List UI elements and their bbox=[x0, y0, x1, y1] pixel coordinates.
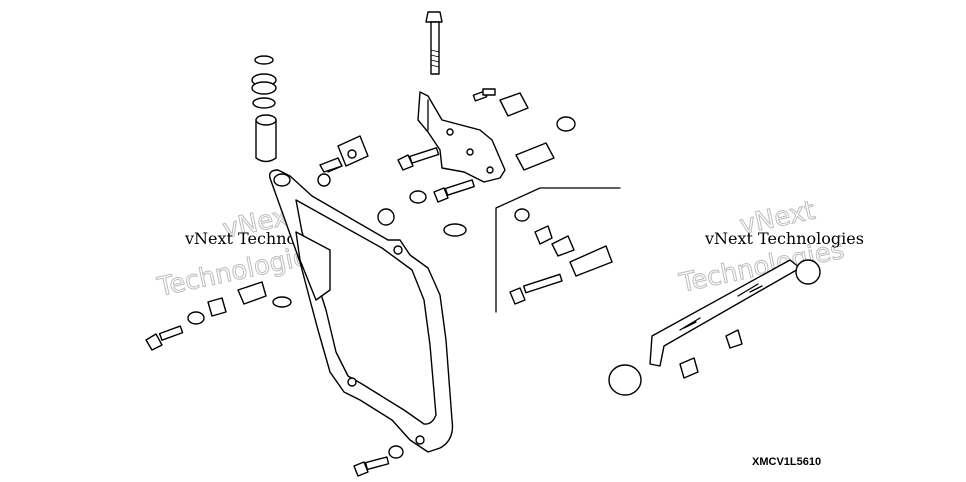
diagram-code: XMCV1L5610 bbox=[752, 456, 821, 468]
right-bracket bbox=[608, 259, 821, 396]
bottom-bolt bbox=[353, 445, 404, 477]
inset-parts bbox=[509, 208, 613, 305]
latch-with-key bbox=[317, 135, 369, 187]
spacer-stack bbox=[251, 55, 277, 163]
bracket-hardware bbox=[377, 88, 576, 237]
left-hardware bbox=[145, 281, 292, 351]
long-bolt bbox=[425, 11, 443, 75]
inset-outline bbox=[495, 187, 621, 313]
watermark-text: vNext Technologies bbox=[704, 229, 864, 248]
main-frame bbox=[268, 169, 454, 453]
upper-bracket bbox=[417, 91, 506, 183]
